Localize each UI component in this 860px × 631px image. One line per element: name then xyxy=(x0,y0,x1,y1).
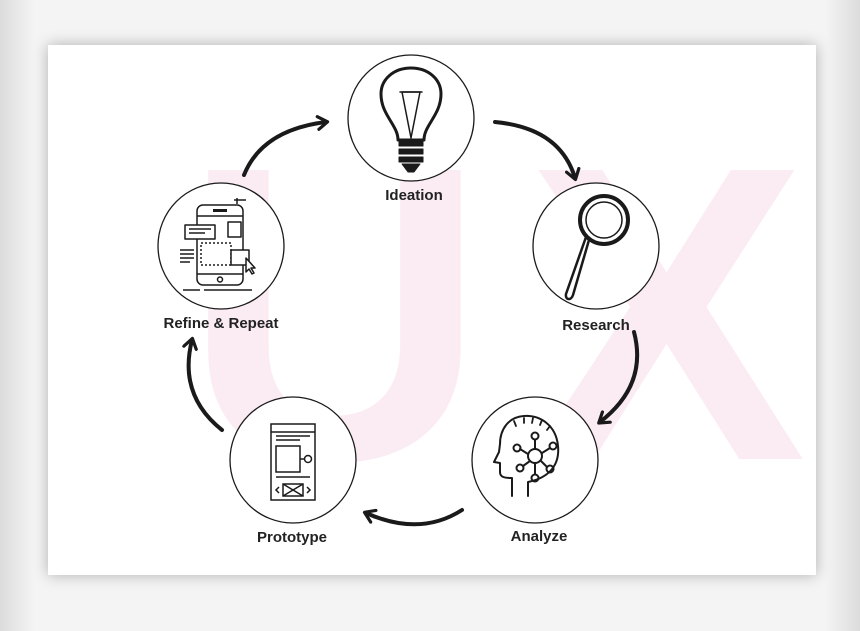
arrow-prototype-to-refine xyxy=(182,336,224,432)
label-research: Research xyxy=(562,317,630,334)
node-prototype xyxy=(229,396,357,524)
arrow-ideation-to-research xyxy=(493,120,581,182)
arrow-research-to-analyze xyxy=(597,330,640,425)
label-analyze: Analyze xyxy=(510,528,568,545)
label-refine-repeat: Refine & Repeat xyxy=(163,315,279,332)
node-analyze xyxy=(471,396,599,524)
lightbulb-icon xyxy=(379,66,443,173)
mobile-ui-icon xyxy=(180,198,256,291)
wireframe-icon xyxy=(270,423,316,501)
head-network-icon xyxy=(493,414,560,497)
magnifier-icon xyxy=(564,194,630,301)
node-refine-repeat xyxy=(157,182,285,310)
node-research xyxy=(532,182,660,310)
arrow-refine-to-ideation xyxy=(242,115,330,177)
node-ideation xyxy=(347,54,475,182)
label-ideation: Ideation xyxy=(385,187,443,204)
arrow-analyze-to-prototype xyxy=(362,508,464,527)
label-prototype: Prototype xyxy=(256,529,328,546)
